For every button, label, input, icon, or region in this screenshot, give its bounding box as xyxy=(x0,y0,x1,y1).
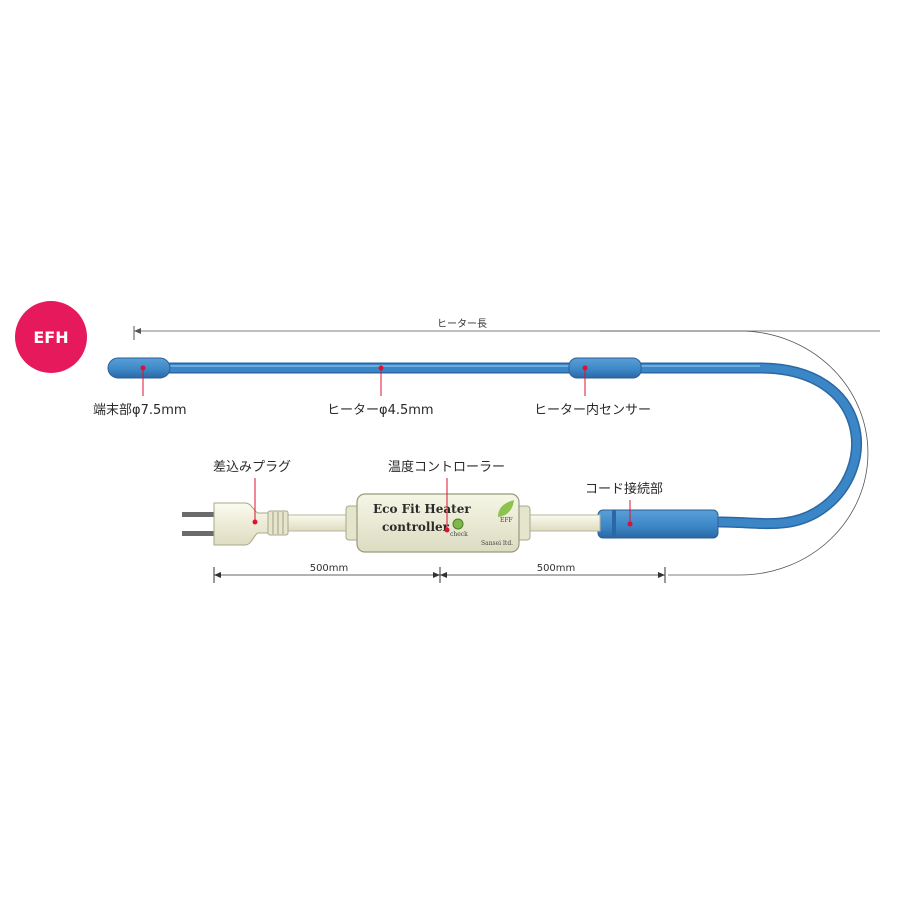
dim-label-controller-joint: 500mm xyxy=(537,563,576,574)
temperature-controller: Eco Fit Heater controller check Sansei l… xyxy=(345,493,531,553)
label-controller: 温度コントローラー xyxy=(388,459,505,475)
terminal-end xyxy=(107,357,171,379)
heater-length-label: ヒーター長 xyxy=(437,318,487,330)
maker-label: Sansei ltd. xyxy=(481,540,513,547)
cord-joint-band xyxy=(612,510,616,538)
heater-length-dimension: ヒーター長 xyxy=(133,318,880,340)
cord-joint-side xyxy=(527,514,601,532)
leaf-logo-icon xyxy=(498,500,514,517)
check-indicator xyxy=(452,518,464,530)
cord-plug-side xyxy=(284,514,356,532)
badge-label: EFH xyxy=(33,328,68,347)
plug-body xyxy=(213,502,269,546)
callout-cord-joint: コード接続部 xyxy=(585,481,663,527)
sensor-housing xyxy=(568,357,642,379)
controller-subtitle: controller xyxy=(382,520,450,534)
marker-dot xyxy=(252,519,258,525)
badge-circle xyxy=(15,301,87,373)
marker-dot xyxy=(627,521,633,527)
callout-controller: 温度コントローラー xyxy=(388,459,505,533)
callout-terminal: 端末部φ7.5mm xyxy=(93,365,187,418)
efh-badge: EFH xyxy=(15,301,87,373)
plug-prong-top xyxy=(182,512,218,517)
logo-text: EFF xyxy=(500,517,513,524)
controller-body xyxy=(356,493,520,553)
marker-dot xyxy=(444,527,450,533)
label-plug: 差込みプラグ xyxy=(213,460,291,475)
dim-arrow xyxy=(433,572,440,578)
label-cord-joint: コード接続部 xyxy=(585,481,663,497)
callout-sensor: ヒーター内センサー xyxy=(534,365,651,418)
callout-plug: 差込みプラグ xyxy=(213,460,291,525)
bottom-dimensions: 500mm 500mm xyxy=(213,563,666,583)
heater-cable xyxy=(156,364,861,528)
label-heater-diameter: ヒーターφ4.5mm xyxy=(327,403,434,418)
dim-arrow xyxy=(658,572,665,578)
heater-length-arrow xyxy=(134,328,141,334)
heater-length-curve xyxy=(600,330,869,576)
plug-prong-bottom xyxy=(182,531,218,536)
label-terminal: 端末部φ7.5mm xyxy=(93,403,187,418)
callout-heater-diameter: ヒーターφ4.5mm xyxy=(327,365,434,418)
dim-arrow xyxy=(440,572,447,578)
controller-title: Eco Fit Heater xyxy=(373,502,471,516)
dim-arrow xyxy=(214,572,221,578)
plug xyxy=(213,502,289,546)
dim-label-plug-controller: 500mm xyxy=(310,563,349,574)
check-label: check xyxy=(450,531,468,538)
label-sensor: ヒーター内センサー xyxy=(534,402,651,418)
